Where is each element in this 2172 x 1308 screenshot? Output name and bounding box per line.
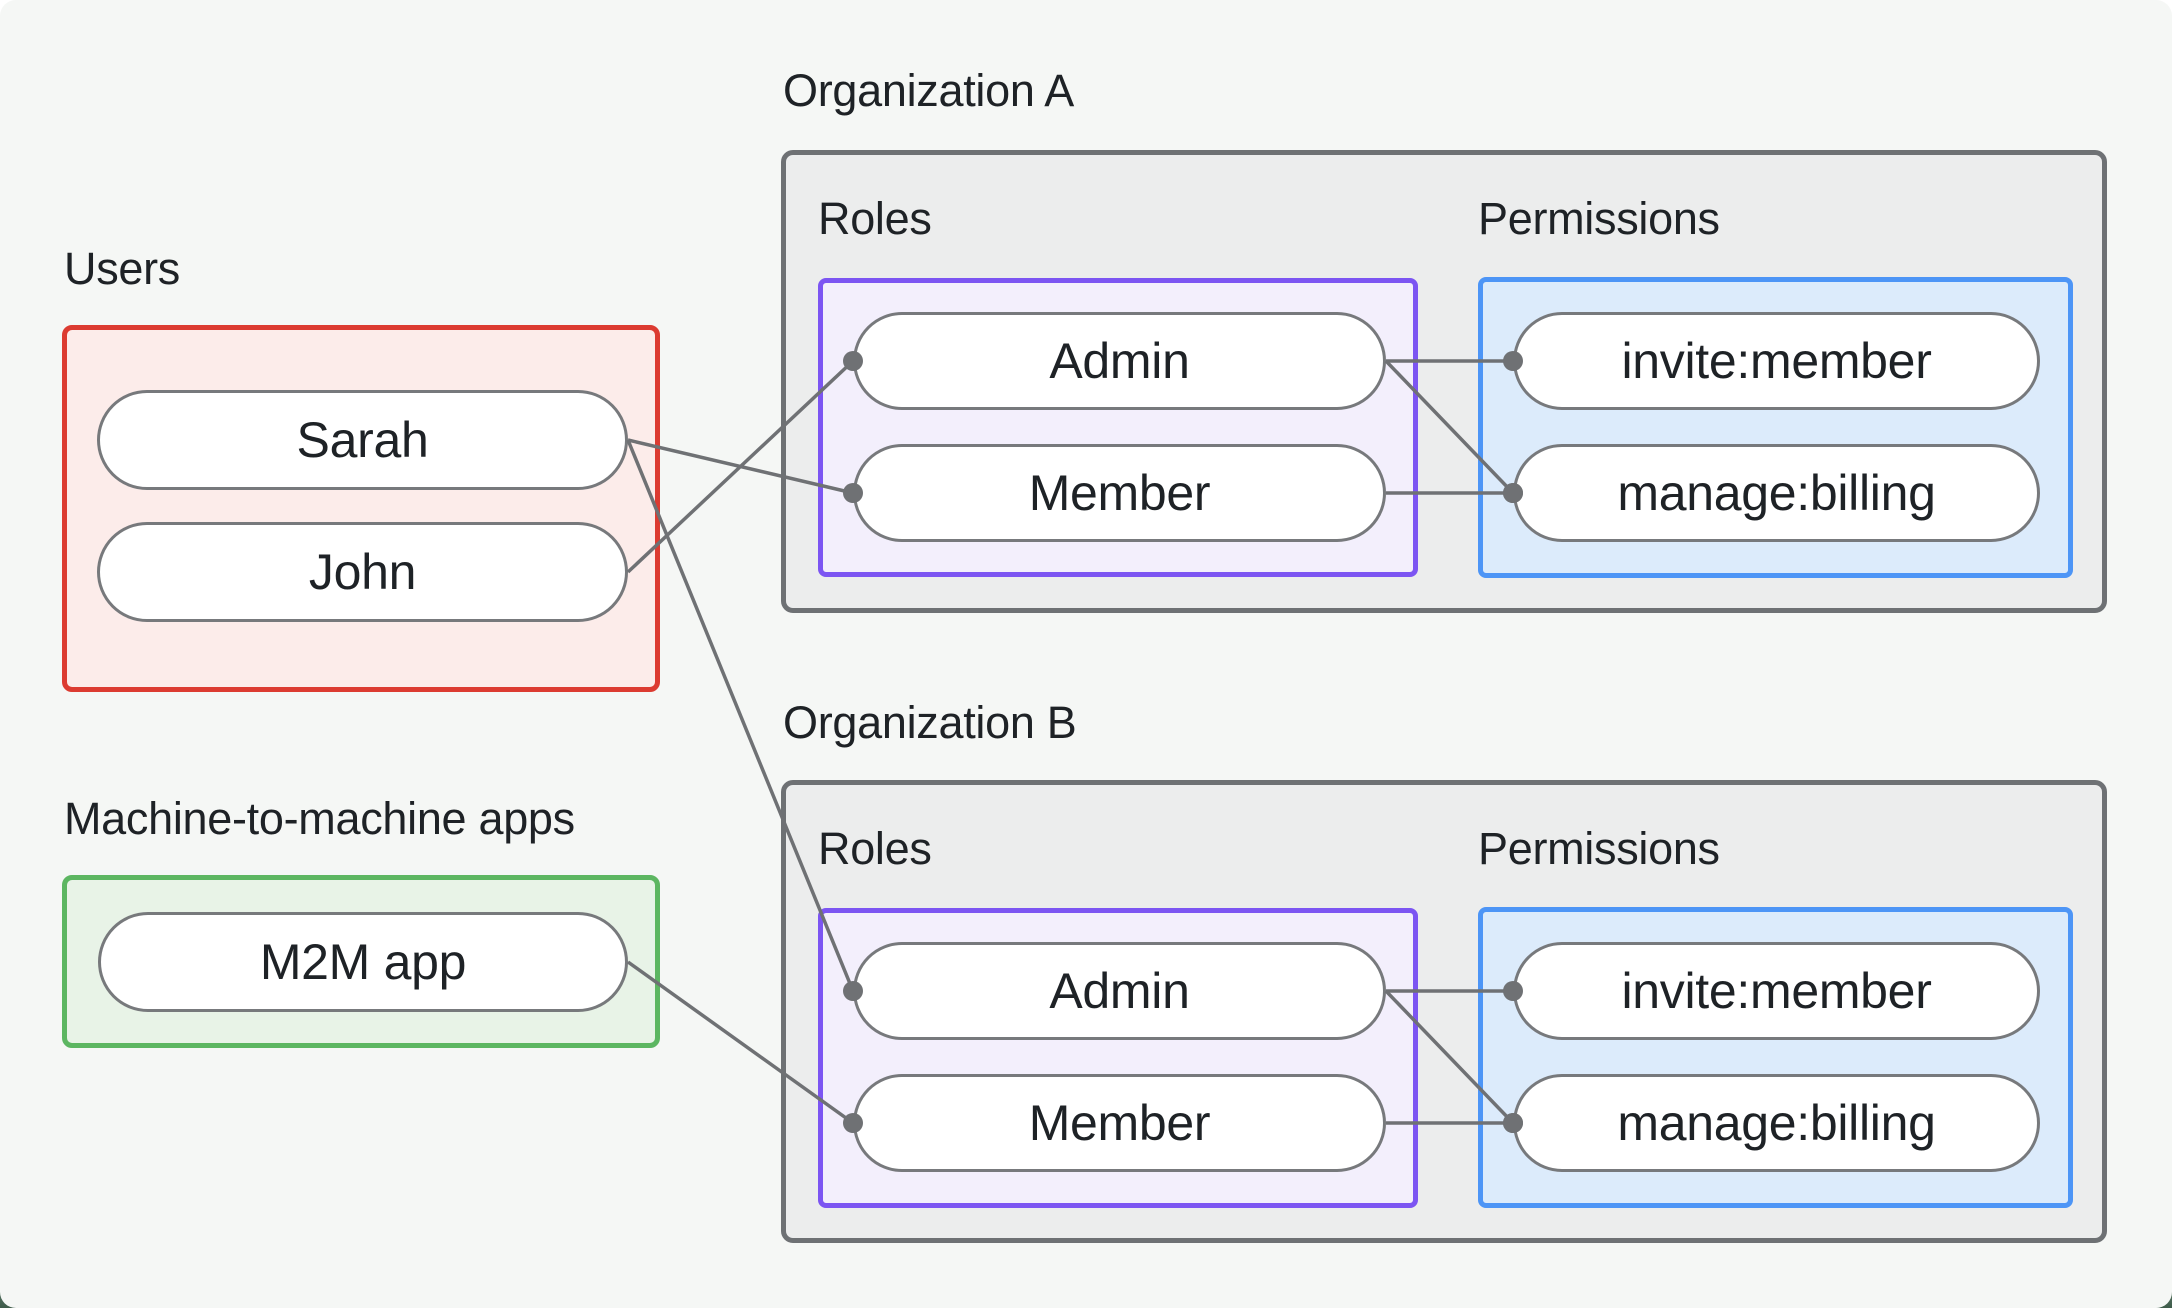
org-a-label: Organization A xyxy=(783,65,1074,116)
node-role-admin-a: Admin xyxy=(853,312,1386,410)
users-group-box xyxy=(62,325,660,692)
org-b-label: Organization B xyxy=(783,697,1077,748)
org-b-roles-label: Roles xyxy=(818,823,932,874)
node-permission-manage-b: manage:billing xyxy=(1513,1074,2040,1172)
node-role-member-b: Member xyxy=(853,1074,1386,1172)
node-permission-manage-a: manage:billing xyxy=(1513,444,2040,542)
org-b-permissions-label: Permissions xyxy=(1478,823,1720,874)
m2m-group-label: Machine-to-machine apps xyxy=(64,793,575,844)
org-a-permissions-label: Permissions xyxy=(1478,193,1720,244)
node-permission-invite-b: invite:member xyxy=(1513,942,2040,1040)
org-a-roles-label: Roles xyxy=(818,193,932,244)
node-m2m-app: M2M app xyxy=(98,912,628,1012)
node-role-admin-b: Admin xyxy=(853,942,1386,1040)
node-user-john: John xyxy=(97,522,628,622)
users-group-label: Users xyxy=(64,243,181,294)
node-user-sarah: Sarah xyxy=(97,390,628,490)
node-role-member-a: Member xyxy=(853,444,1386,542)
node-permission-invite-a: invite:member xyxy=(1513,312,2040,410)
